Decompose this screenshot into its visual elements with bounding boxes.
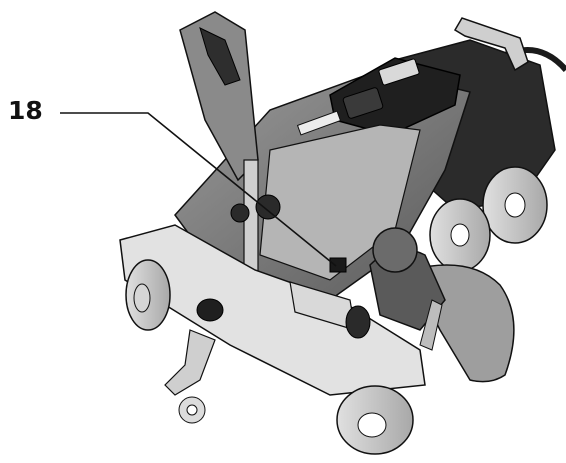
- blower-knob: [372, 227, 418, 273]
- lock-lever: [419, 299, 443, 351]
- callout-leader-line: [60, 112, 337, 267]
- label-plate: [296, 110, 342, 136]
- callout-number: 18: [8, 96, 43, 125]
- carry-handle: [453, 17, 529, 72]
- front-wheel: [125, 259, 171, 331]
- guide-wheel: [178, 396, 206, 424]
- roller-cap: [345, 305, 371, 339]
- guide-arm-bracket: [199, 27, 241, 86]
- rear-wheel: [482, 166, 548, 244]
- display-window: [378, 58, 420, 86]
- front-wheel: [336, 385, 414, 455]
- adjust-knob: [230, 203, 250, 223]
- rear-wheel: [429, 198, 491, 272]
- steering-guide: [164, 329, 216, 396]
- adjust-knob: [255, 194, 281, 220]
- control-button: [342, 87, 384, 119]
- callout-target-part: [329, 257, 347, 273]
- base-frame: [119, 224, 426, 396]
- base-knob: [196, 298, 224, 322]
